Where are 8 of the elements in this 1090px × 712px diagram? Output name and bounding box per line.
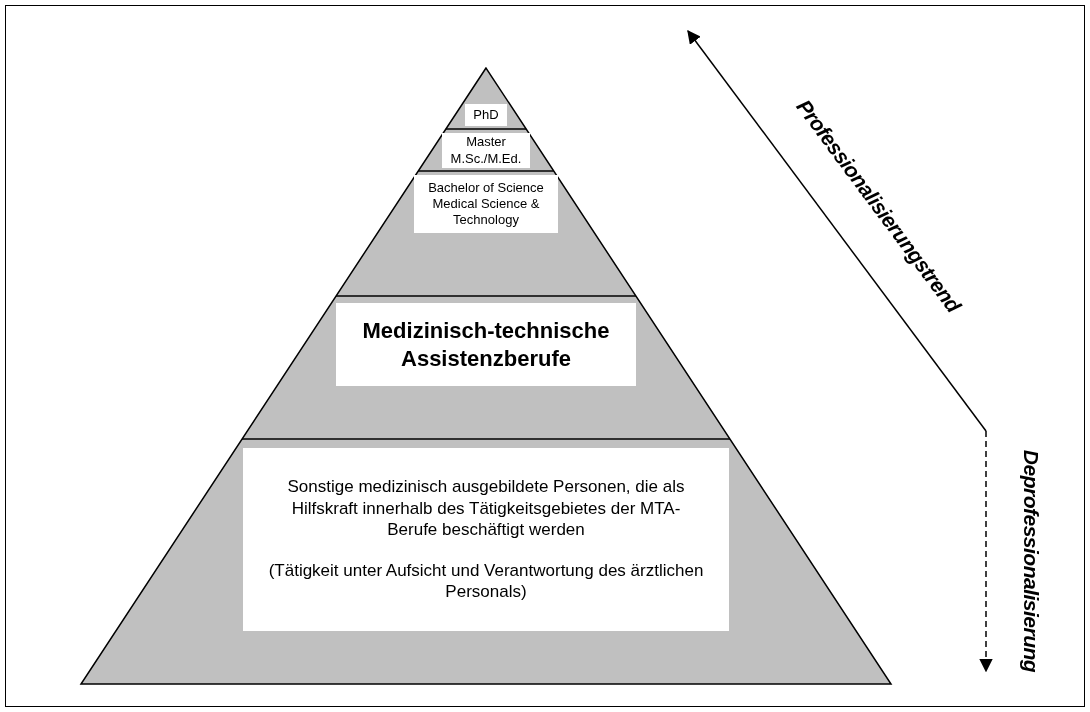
pyramid-level-label: Bachelor of Science Medical Science & Technology	[414, 175, 558, 233]
level-note: (Tätigkeit unter Aufsicht und Verantwortung des ärztlichen Personals)	[267, 560, 705, 603]
pyramid-level-label: Medizinisch-technische Assistenzberufe	[336, 303, 636, 386]
trend-label: Deprofessionalisierung	[1019, 449, 1044, 673]
pyramid-level-label: Master M.Sc./M.Ed.	[442, 133, 530, 168]
level-description: Sonstige medizinisch ausgebildete Personen, die als Hilfskraft innerhalb des Tätigkeitsgebietes der MTA-Berufe beschäftigt werden	[286, 476, 686, 541]
pyramid-level-label: PhD	[465, 104, 507, 126]
pyramid-level-panel	[243, 448, 729, 631]
